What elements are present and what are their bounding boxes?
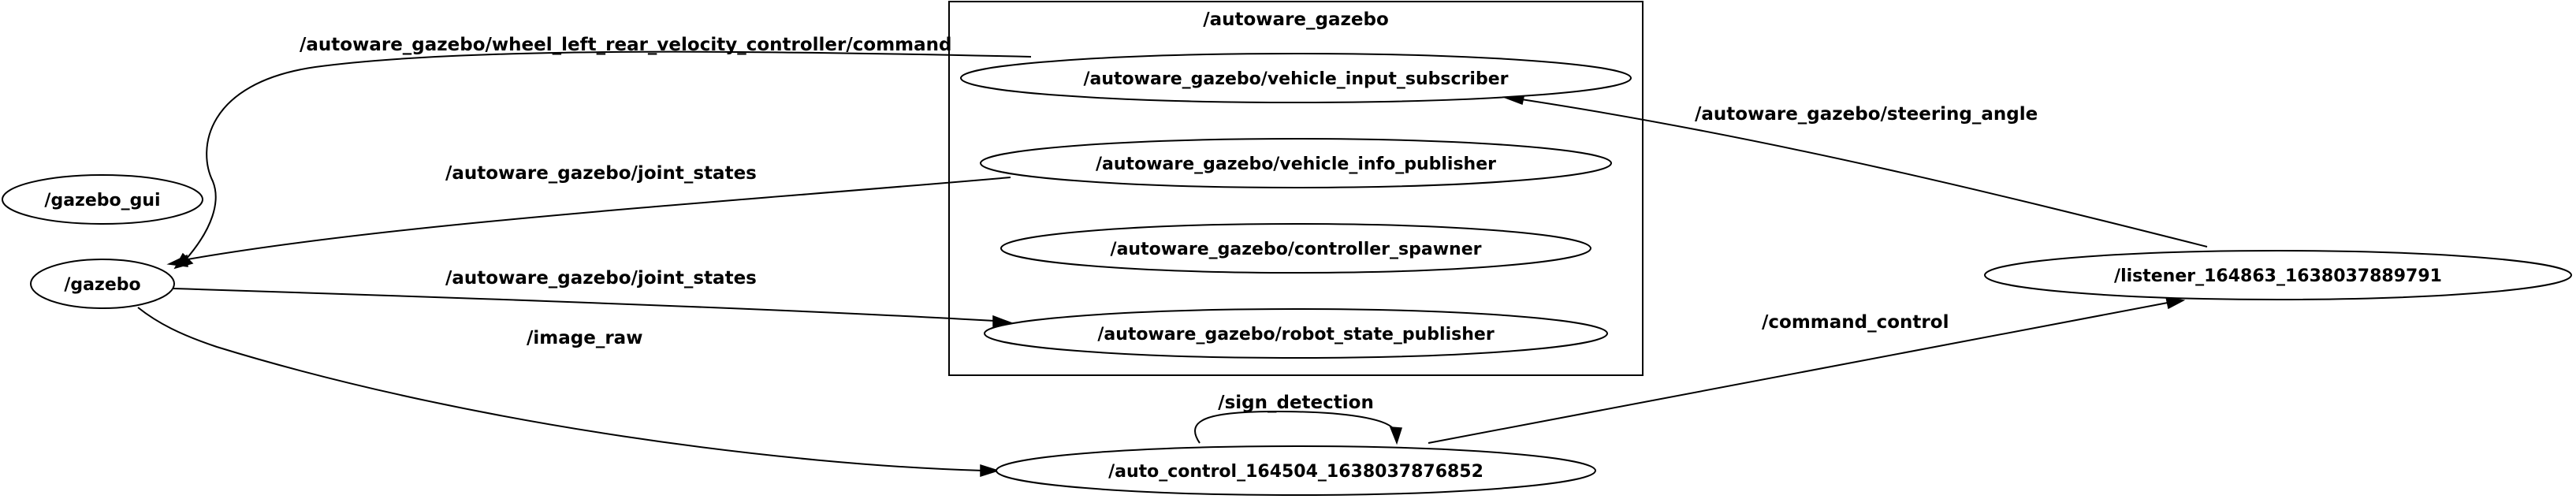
edge-wheel-command[interactable] bbox=[173, 50, 1032, 270]
edge-label-wheel-command: /autoware_gazebo/wheel_left_rear_velocit… bbox=[300, 35, 952, 55]
edge-image-raw[interactable] bbox=[137, 307, 1000, 478]
edge-sign-detection[interactable] bbox=[1194, 410, 1403, 445]
node-robot-state-publisher[interactable]: /autoware_gazebo/robot_state_publisher bbox=[984, 308, 1608, 359]
node-gazebo[interactable]: /gazebo bbox=[30, 259, 175, 309]
cluster-label: /autoware_gazebo bbox=[1203, 9, 1389, 30]
node-auto-control[interactable]: /auto_control_164504_1638037876852 bbox=[996, 445, 1596, 496]
node-vehicle-input-subscriber[interactable]: /autoware_gazebo/vehicle_input_subscribe… bbox=[960, 53, 1632, 103]
edge-label-sign-detection: /sign_detection bbox=[1218, 393, 1374, 413]
node-label: /autoware_gazebo/vehicle_info_publisher bbox=[1096, 155, 1496, 174]
edge-label-command-control: /command_control bbox=[1762, 312, 1949, 333]
edge-label-joint-states-2: /autoware_gazebo/joint_states bbox=[445, 268, 757, 289]
edge-label-steering-angle: /autoware_gazebo/steering_angle bbox=[1695, 104, 2038, 125]
node-gazebo-gui[interactable]: /gazebo_gui bbox=[2, 174, 203, 225]
node-controller-spawner[interactable]: /autoware_gazebo/controller_spawner bbox=[1000, 223, 1591, 274]
node-label: /autoware_gazebo/robot_state_publisher bbox=[1097, 325, 1494, 344]
arrowhead bbox=[166, 254, 188, 267]
node-label: /auto_control_164504_1638037876852 bbox=[1108, 462, 1483, 482]
node-label: /autoware_gazebo/controller_spawner bbox=[1111, 240, 1482, 259]
node-label: /autoware_gazebo/vehicle_input_subscribe… bbox=[1084, 69, 1509, 89]
node-label: /listener_164863_1638037889791 bbox=[2114, 266, 2442, 286]
node-label: /gazebo bbox=[64, 275, 140, 295]
edge-joint-states-to-gazebo[interactable] bbox=[166, 177, 1011, 267]
arrowhead bbox=[1389, 426, 1403, 445]
edge-label-joint-states-1: /autoware_gazebo/joint_states bbox=[445, 163, 757, 184]
arrowhead bbox=[980, 464, 1000, 478]
node-listener[interactable]: /listener_164863_1638037889791 bbox=[1984, 250, 2572, 300]
edge-joint-states-to-rsp[interactable] bbox=[173, 288, 1014, 327]
cluster-autoware-gazebo: /autoware_gazebo bbox=[948, 1, 1644, 376]
node-vehicle-info-publisher[interactable]: /autoware_gazebo/vehicle_info_publisher bbox=[980, 138, 1612, 188]
node-label: /gazebo_gui bbox=[44, 191, 160, 210]
edge-label-image-raw: /image_raw bbox=[527, 328, 642, 348]
